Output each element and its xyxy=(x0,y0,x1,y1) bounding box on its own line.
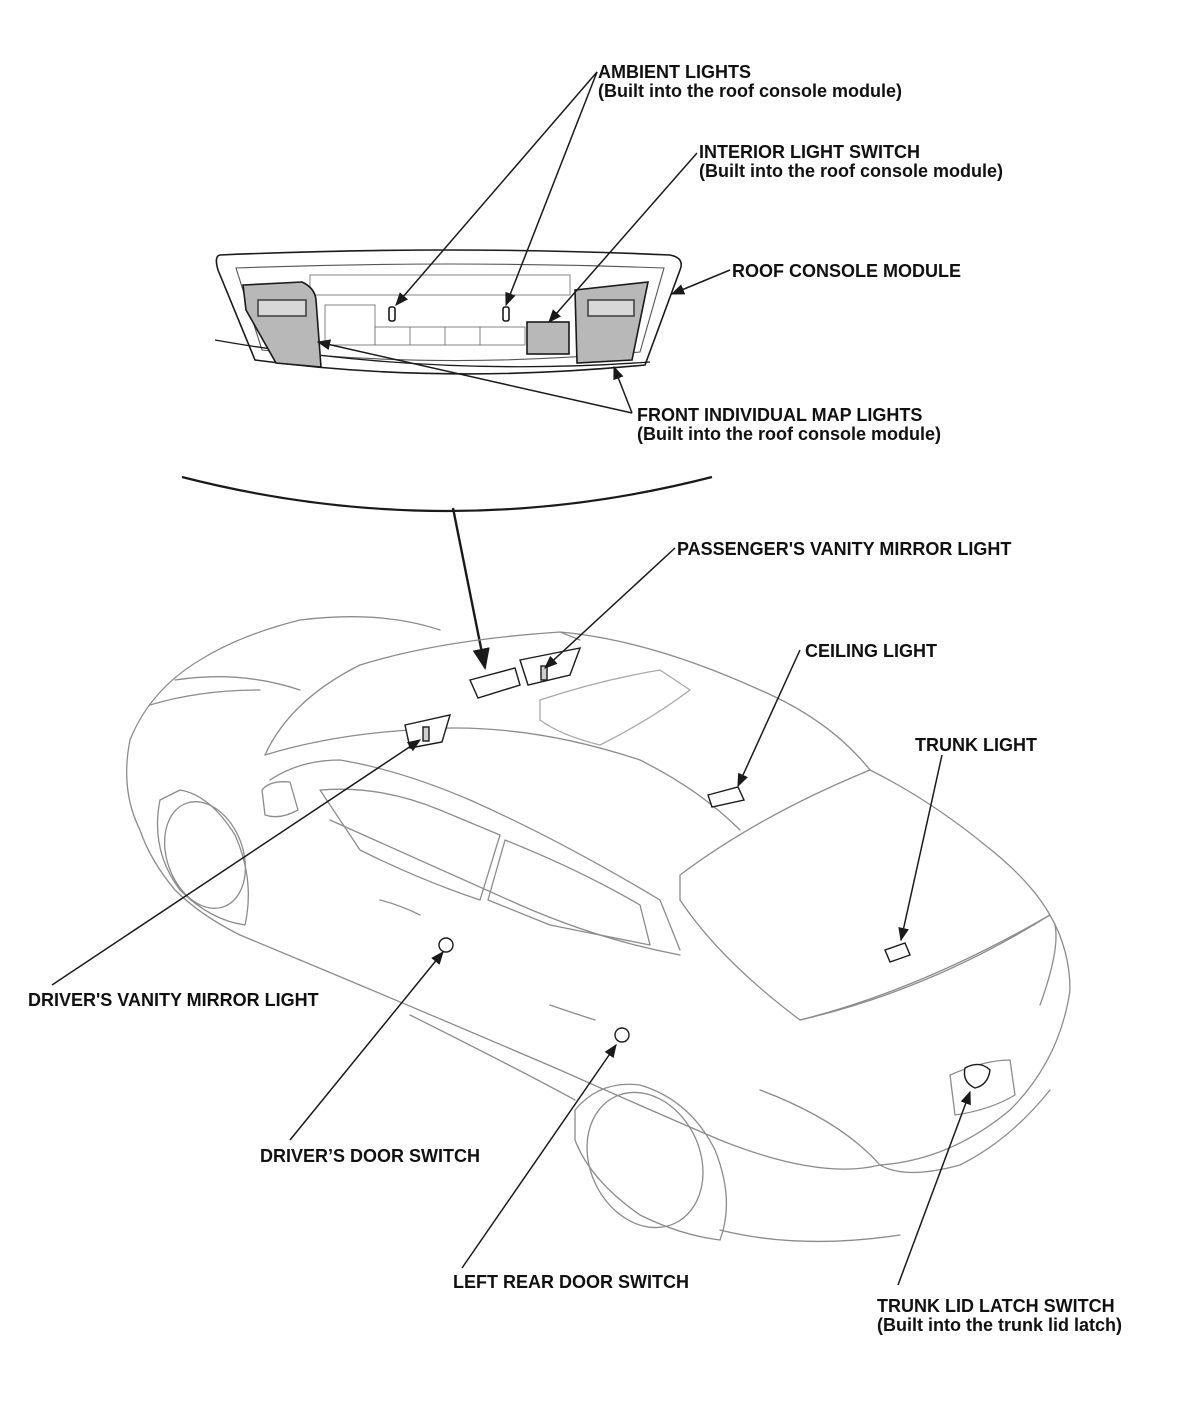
ceiling-light-title: CEILING LIGHT xyxy=(805,641,937,661)
left-rear-door-switch-label: LEFT REAR DOOR SWITCH xyxy=(453,1273,689,1292)
trunk-light-label: TRUNK LIGHT xyxy=(915,736,1037,755)
driver-door-switch-title: DRIVER’S DOOR SWITCH xyxy=(260,1146,481,1166)
ambient-lights-subtitle: (Built into the roof console module) xyxy=(598,81,902,101)
left-rear-door-switch-title: LEFT REAR DOOR SWITCH xyxy=(453,1272,689,1292)
interior-light-switch-label: INTERIOR LIGHT SWITCH (Built into the ro… xyxy=(699,143,1003,181)
detail-callout-arc xyxy=(181,475,713,513)
ambient-lights-label: AMBIENT LIGHTS (Built into the roof cons… xyxy=(598,63,902,101)
trunk-lid-latch-title: TRUNK LID LATCH SWITCH xyxy=(877,1296,1115,1316)
ceiling-light-label: CEILING LIGHT xyxy=(805,642,937,661)
driver-door-switch-label: DRIVER’S DOOR SWITCH xyxy=(260,1147,480,1166)
front-map-lights-subtitle: (Built into the roof console module) xyxy=(637,424,941,444)
trunk-light-title: TRUNK LIGHT xyxy=(915,735,1037,755)
ambient-lights-title: AMBIENT LIGHTS xyxy=(598,62,751,82)
roof-console-module-drawing xyxy=(214,249,683,375)
passenger-vanity-label: PASSENGER'S VANITY MIRROR LIGHT xyxy=(677,540,1011,559)
passenger-vanity-title: PASSENGER'S VANITY MIRROR LIGHT xyxy=(677,539,1012,559)
leader-lines xyxy=(51,71,971,1286)
trunk-lid-latch-label: TRUNK LID LATCH SWITCH (Built into the t… xyxy=(877,1297,1122,1335)
driver-vanity-label: DRIVER'S VANITY MIRROR LIGHT xyxy=(28,991,319,1010)
car-components xyxy=(404,647,991,1089)
roof-console-module-title: ROOF CONSOLE MODULE xyxy=(732,261,961,281)
car-outline-drawing xyxy=(126,616,1071,1243)
interior-light-switch-subtitle: (Built into the roof console module) xyxy=(699,161,1003,181)
front-map-lights-label: FRONT INDIVIDUAL MAP LIGHTS (Built into … xyxy=(637,406,941,444)
detail-callout-arrow xyxy=(451,507,490,671)
driver-vanity-title: DRIVER'S VANITY MIRROR LIGHT xyxy=(28,990,319,1010)
interior-light-switch-title: INTERIOR LIGHT SWITCH xyxy=(699,142,920,162)
roof-console-module-label: ROOF CONSOLE MODULE xyxy=(732,262,961,281)
trunk-lid-latch-subtitle: (Built into the trunk lid latch) xyxy=(877,1315,1122,1335)
front-map-lights-title: FRONT INDIVIDUAL MAP LIGHTS xyxy=(637,405,923,425)
